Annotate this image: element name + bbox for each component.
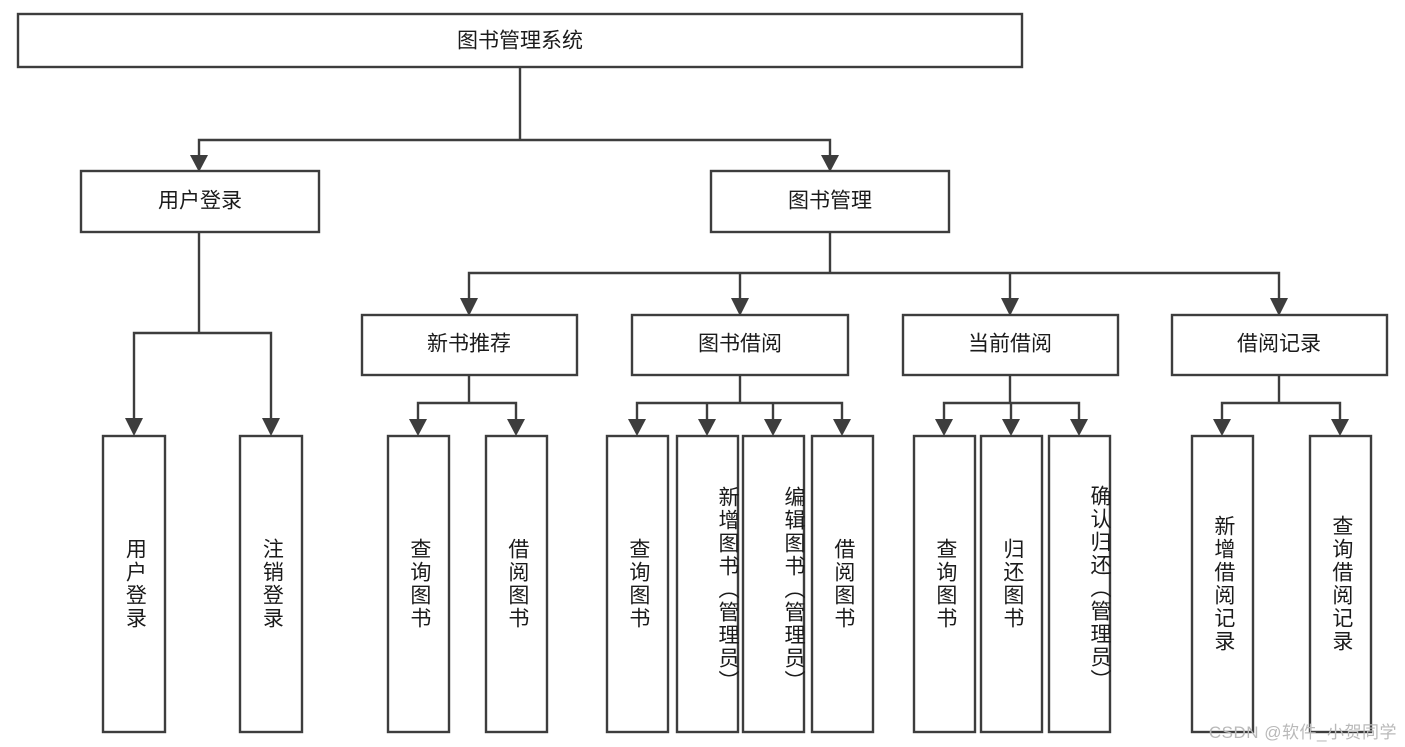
- node-root-box[interactable]: [16, 12, 1024, 69]
- leaf-label-confirm-return: 确认归还（管理员）: [1088, 484, 1111, 692]
- node-layer: 图书管理系统 用户登录 图书管理 新书推荐 图书借阅: [16, 12, 1389, 734]
- node-new-book-recommend-box[interactable]: [360, 313, 579, 377]
- connector-book-management-trunk: [467, 230, 1281, 302]
- node-current-borrow-box[interactable]: [901, 313, 1120, 377]
- arrow-icon: [1213, 419, 1231, 436]
- arrow-icon: [1270, 298, 1288, 316]
- arrow-icon: [1070, 419, 1088, 436]
- arrow-icon: [628, 419, 646, 436]
- leaf-label-user-login: 用户登录: [123, 538, 147, 630]
- leaf-label-borrow-book-2: 借阅图书: [831, 538, 855, 630]
- connector-root-trunk: [197, 65, 832, 159]
- leaf-box-user-login[interactable]: [101, 434, 167, 734]
- leaf-label-edit-book: 编辑图书（管理员）: [782, 485, 805, 693]
- arrow-icon: [460, 298, 478, 316]
- arrow-icon: [125, 418, 143, 436]
- arrow-icon: [1331, 419, 1349, 436]
- connector-borrow-record-trunk: [1220, 373, 1342, 424]
- node-book-borrow-box[interactable]: [630, 313, 850, 377]
- leaf-label-return-book: 归还图书: [1000, 538, 1024, 630]
- leaf-box-confirm-return[interactable]: [1047, 434, 1112, 734]
- connector-user-login-trunk: [132, 230, 273, 424]
- arrow-icon: [821, 155, 839, 172]
- node-new-book-recommend[interactable]: 新书推荐: [360, 313, 579, 377]
- leaf-box-query-book-2[interactable]: [605, 434, 670, 734]
- node-book-borrow-label: 图书借阅: [698, 333, 782, 356]
- node-user-login-box[interactable]: [79, 169, 321, 234]
- node-book-management-label: 图书管理: [788, 190, 872, 213]
- arrow-icon: [190, 155, 208, 172]
- connector-new-book-trunk: [416, 373, 518, 424]
- node-book-management-box[interactable]: [709, 169, 951, 234]
- arrow-icon: [507, 419, 525, 436]
- leaf-label-query-record: 查询借阅记录: [1329, 515, 1353, 653]
- leaf-label-add-book: 新增图书（管理员）: [716, 485, 739, 693]
- node-user-login[interactable]: 用户登录: [79, 169, 321, 234]
- leaf-label-borrow-book-1: 借阅图书: [505, 538, 529, 630]
- node-root-label: 图书管理系统: [457, 30, 583, 53]
- leaf-label-add-record: 新增借阅记录: [1211, 515, 1235, 653]
- leaf-box-edit-book[interactable]: [741, 434, 806, 734]
- leaf-box-query-book-3[interactable]: [912, 434, 977, 734]
- arrow-icon: [698, 419, 716, 436]
- node-book-borrow[interactable]: 图书借阅: [630, 313, 850, 377]
- arrow-icon: [1001, 298, 1019, 316]
- arrow-icon: [764, 419, 782, 436]
- leaf-box-query-record[interactable]: [1308, 434, 1373, 734]
- arrow-icon: [262, 418, 280, 436]
- arrow-icon: [833, 419, 851, 436]
- node-root[interactable]: 图书管理系统: [16, 12, 1024, 69]
- node-current-borrow-label: 当前借阅: [968, 333, 1052, 356]
- node-borrow-record-label: 借阅记录: [1237, 333, 1321, 356]
- leaf-box-add-book[interactable]: [675, 434, 740, 734]
- connector-current-borrow-trunk: [942, 373, 1081, 424]
- arrow-icon: [935, 419, 953, 436]
- leaf-box-borrow-book-2[interactable]: [810, 434, 875, 734]
- leaf-label-query-book-2: 查询图书: [626, 538, 650, 630]
- leaf-box-query-book-1[interactable]: [386, 434, 451, 734]
- leaf-box-return-book[interactable]: [979, 434, 1044, 734]
- node-book-management[interactable]: 图书管理: [709, 169, 951, 234]
- leaf-box-add-record[interactable]: [1190, 434, 1255, 734]
- leaf-box-logout[interactable]: [238, 434, 304, 734]
- leaf-label-logout: 注销登录: [260, 538, 284, 630]
- node-new-book-recommend-label: 新书推荐: [427, 333, 511, 356]
- leaf-box-borrow-book-1[interactable]: [484, 434, 549, 734]
- node-user-login-label: 用户登录: [158, 190, 242, 213]
- leaf-label-query-book-3: 查询图书: [933, 538, 957, 630]
- arrowhead-layer: [125, 155, 1349, 436]
- connector-book-borrow-trunk: [635, 373, 844, 424]
- node-borrow-record-box[interactable]: [1170, 313, 1389, 377]
- arrow-icon: [409, 419, 427, 436]
- connector-layer: [132, 65, 1342, 424]
- arrow-icon: [731, 298, 749, 316]
- arrow-icon: [1002, 419, 1020, 436]
- node-borrow-record[interactable]: 借阅记录: [1170, 313, 1389, 377]
- node-current-borrow[interactable]: 当前借阅: [901, 313, 1120, 377]
- leaf-label-query-book-1: 查询图书: [407, 538, 431, 630]
